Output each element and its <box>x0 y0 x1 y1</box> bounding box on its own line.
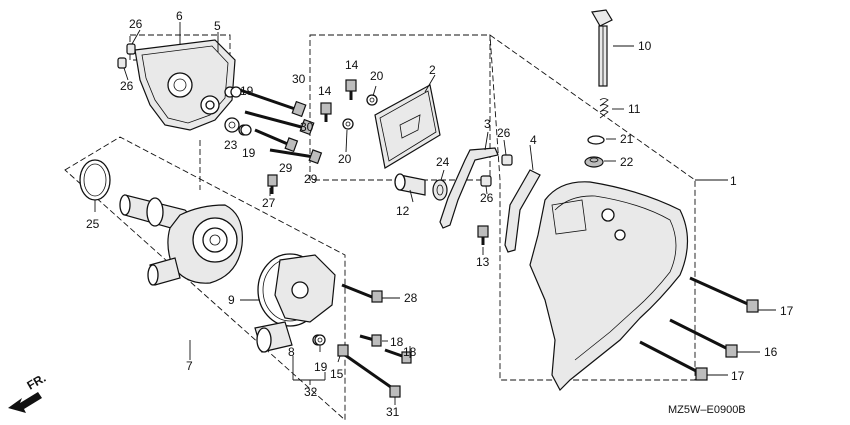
callout-14b: 14 <box>318 84 332 98</box>
callout-23: 23 <box>224 138 238 152</box>
callout-24: 24 <box>436 155 450 169</box>
callout-17a: 17 <box>780 304 794 318</box>
pump-cover <box>254 253 336 353</box>
callout-20a: 20 <box>370 69 384 83</box>
callout-17b: 17 <box>731 369 745 383</box>
callout-26d: 26 <box>480 191 494 205</box>
callout-9: 9 <box>228 293 235 307</box>
callout-4: 4 <box>530 133 537 147</box>
leader-lines <box>94 22 776 405</box>
pump-housing-cover <box>134 39 250 136</box>
callout-3: 3 <box>484 117 491 131</box>
callout-31: 31 <box>386 405 400 419</box>
callout-12: 12 <box>396 204 410 218</box>
callout-30a: 30 <box>292 72 306 86</box>
bolts <box>239 79 759 398</box>
callout-30b: 30 <box>300 120 314 134</box>
callout-25: 25 <box>86 217 100 231</box>
breather-plate <box>374 84 441 169</box>
callout-8: 8 <box>288 345 295 359</box>
callout-5: 5 <box>214 19 221 33</box>
callout-20b: 20 <box>338 152 352 166</box>
callout-13: 13 <box>476 255 490 269</box>
callout-15: 15 <box>330 367 344 381</box>
collar-and-seal <box>394 173 448 201</box>
callout-7: 7 <box>186 359 193 373</box>
brackets <box>439 147 541 253</box>
callout-26a: 26 <box>129 17 143 31</box>
drawing-code: MZ5W–E0900B <box>668 404 746 416</box>
callout-2: 2 <box>429 63 436 77</box>
callout-26c: 26 <box>497 126 511 140</box>
callout-10: 10 <box>638 39 652 53</box>
callout-18b: 18 <box>403 345 417 359</box>
side-cover <box>529 181 689 391</box>
front-direction-arrow-icon: FR. <box>8 371 48 413</box>
callout-32: 32 <box>304 385 318 399</box>
callout-6: 6 <box>176 9 183 23</box>
callout-1: 1 <box>730 174 737 188</box>
washers <box>230 86 605 346</box>
callout-11: 11 <box>628 102 641 116</box>
water-pump-body <box>119 194 243 286</box>
callout-29b: 29 <box>304 172 318 186</box>
callout-26b: 26 <box>120 79 134 93</box>
callout-29a: 29 <box>279 161 293 175</box>
callout-18a: 18 <box>390 335 404 349</box>
direction-label: FR. <box>25 371 49 393</box>
callout-28: 28 <box>404 291 418 305</box>
callout-22: 22 <box>620 155 634 169</box>
callout-27: 27 <box>262 196 276 210</box>
callout-14a: 14 <box>345 58 359 72</box>
callout-labels: 1 2 3 4 5 6 7 8 9 10 11 12 13 14 14 15 1… <box>86 9 794 419</box>
callout-19a: 19 <box>240 84 254 98</box>
o-ring <box>79 159 111 201</box>
callout-21: 21 <box>620 132 634 146</box>
callout-19c: 19 <box>314 360 328 374</box>
callout-16: 16 <box>764 345 778 359</box>
callout-19b: 19 <box>242 146 256 160</box>
dipstick-assembly <box>591 9 613 119</box>
